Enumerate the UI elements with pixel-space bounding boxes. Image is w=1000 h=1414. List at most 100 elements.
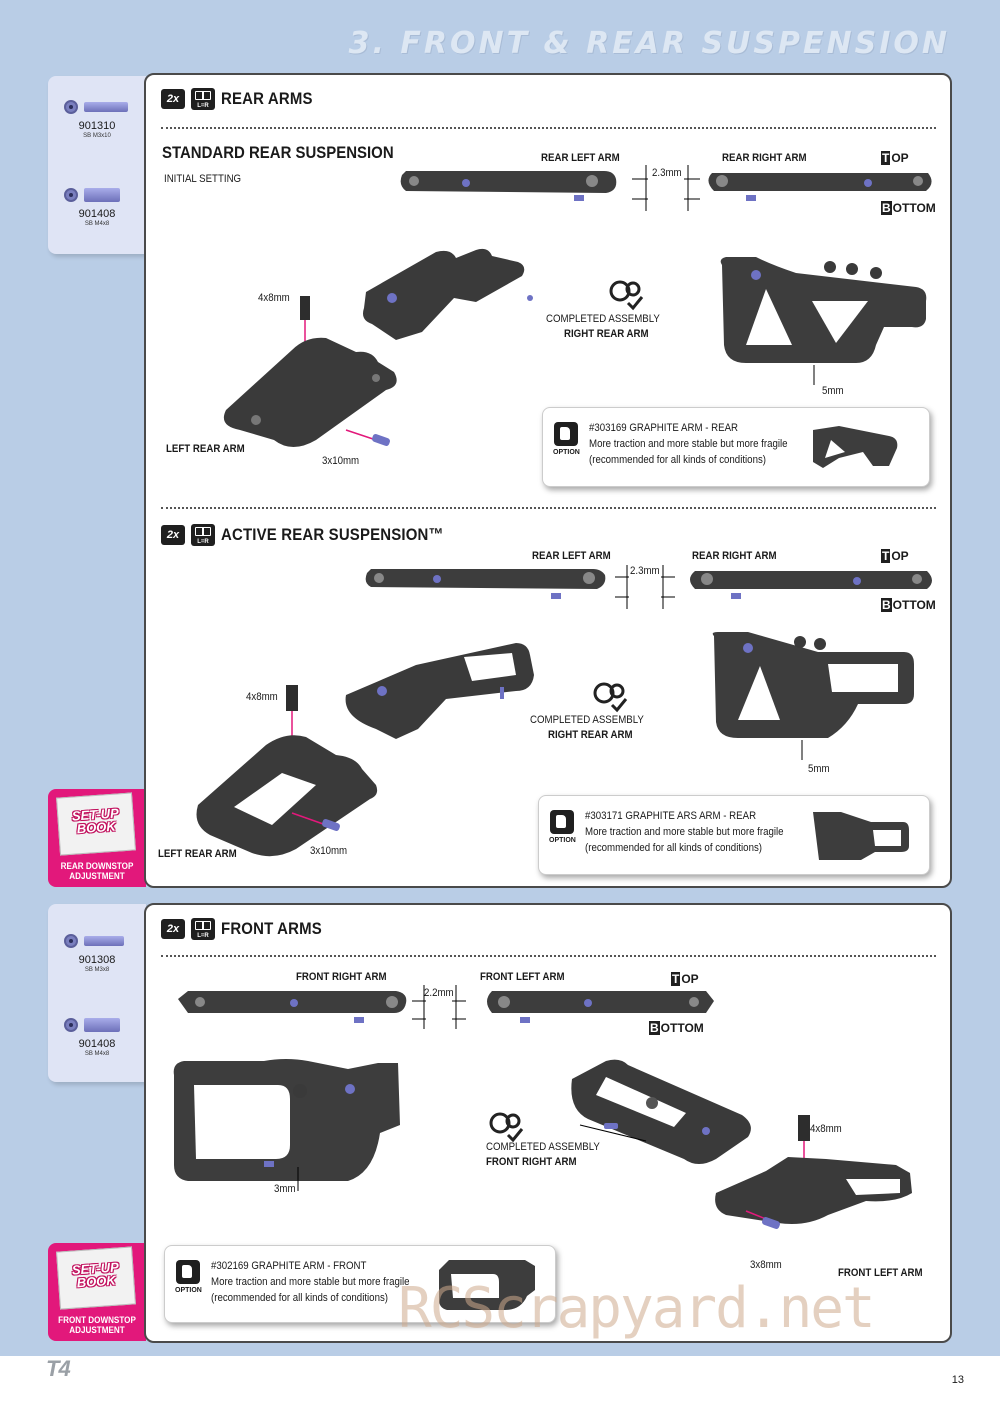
part-desc: SB M3x10	[83, 133, 111, 139]
book-icon: SET-UP BOOK	[56, 792, 136, 856]
part-code: 901408	[78, 1038, 116, 1050]
option-thumb-icon: OPTION	[549, 810, 576, 848]
left-equals-right-icon: L=R	[191, 918, 215, 940]
book-icon: SET-UP BOOK	[56, 1246, 136, 1310]
right-rear-arm-label: RIGHT REAR ARM	[564, 328, 649, 340]
gap-label: 2.3mm	[652, 167, 682, 179]
step-title: ACTIVE REAR SUSPENSION™	[221, 525, 444, 544]
front-right-arm-label: FRONT RIGHT ARM	[296, 971, 387, 983]
step-header: 2x L=R FRONT ARMS	[161, 917, 336, 941]
left-equals-right-icon: L=R	[191, 88, 215, 110]
rear-right-arm-label: REAR RIGHT ARM	[692, 550, 777, 562]
gap-label: 2.2mm	[424, 987, 454, 999]
quantity-badge: 2x	[161, 525, 185, 545]
step-title: REAR ARMS	[221, 89, 313, 108]
arm-profile-diagram	[365, 565, 932, 609]
divider	[161, 507, 936, 509]
rear-arm-top-view	[720, 257, 927, 385]
screw-label-bottom: 3x10mm	[322, 455, 360, 467]
left-rear-arm-label: LEFT REAR ARM	[166, 443, 245, 455]
completed-assembly-icon	[489, 1112, 524, 1143]
page-title: 3. FRONT & REAR SUSPENSION	[348, 26, 950, 61]
gap-label: 2.3mm	[630, 565, 660, 577]
right-rear-arm-label: RIGHT REAR ARM	[548, 729, 633, 741]
arm-profile-diagram	[400, 165, 932, 211]
front-left-arm-label: FRONT LEFT ARM	[838, 1267, 923, 1279]
part-code: 901310	[78, 120, 116, 132]
completed-assembly-icon	[593, 682, 628, 713]
height-label: 5mm	[808, 763, 830, 775]
rear-left-arm-label: REAR LEFT ARM	[532, 550, 611, 562]
option-part-image	[439, 1260, 535, 1310]
part-desc: SB M3x8	[84, 967, 110, 973]
part-desc: SB M4x8	[84, 1051, 110, 1057]
screw-label-top: 4x8mm	[810, 1123, 842, 1135]
step-header: 2x L=R REAR ARMS	[161, 87, 325, 111]
parts-panel-front: 901308 SB M3x8 901408 SB M4x8	[48, 904, 146, 1082]
option-text: #303169 GRAPHITE ARM - REAR More tractio…	[589, 422, 788, 466]
rear-arms-panel: 2x L=R REAR ARMS STANDARD REAR SUSPENSIO…	[144, 73, 952, 888]
active-arm-exploded-view	[196, 643, 534, 857]
page-bottom-strip	[0, 1356, 1000, 1414]
screw-label-bottom: 3x10mm	[310, 845, 348, 857]
part-code: 901308	[78, 954, 116, 966]
section-title: STANDARD REAR SUSPENSION	[162, 143, 394, 162]
option-text: #303171 GRAPHITE ARS ARM - REAR More tra…	[585, 810, 784, 854]
option-part-image	[813, 812, 909, 860]
front-arms-panel: 2x L=R FRONT ARMS FRONT RIGHT ARM FRONT …	[144, 903, 952, 1343]
quantity-badge: 2x	[161, 89, 185, 109]
parts-panel-rear: 901310 SB M3x10 901408 SB M4x8	[48, 76, 146, 254]
option-box: OPTION #302169 GRAPHITE ARM - FRONT More…	[164, 1245, 556, 1323]
front-arm-exploded-view	[571, 1059, 912, 1229]
screw-icon	[64, 100, 134, 114]
part-code: 901408	[78, 208, 116, 220]
step-header: 2x L=R ACTIVE REAR SUSPENSION™	[161, 523, 474, 547]
quantity-badge: 2x	[161, 919, 185, 939]
option-thumb-icon: OPTION	[175, 1260, 202, 1298]
left-equals-right-icon: L=R	[191, 524, 215, 546]
rear-left-arm-label: REAR LEFT ARM	[541, 152, 620, 164]
screw-label-bottom: 3x8mm	[750, 1259, 782, 1271]
completed-assembly-label: COMPLETED ASSEMBLY	[546, 313, 660, 325]
height-label: 5mm	[822, 385, 844, 397]
watermark: RCScrapyard.net	[398, 1276, 876, 1341]
option-box: OPTION #303169 GRAPHITE ARM - REAR More …	[542, 407, 930, 487]
screw-label-top: 4x8mm	[246, 691, 278, 703]
completed-assembly-label: COMPLETED ASSEMBLY	[486, 1141, 600, 1153]
section-subtitle: INITIAL SETTING	[164, 173, 242, 185]
option-box: OPTION #303171 GRAPHITE ARS ARM - REAR M…	[538, 795, 930, 875]
screw-icon	[64, 934, 134, 948]
part-desc: SB M4x8	[84, 221, 110, 227]
left-rear-arm-label: LEFT REAR ARM	[158, 848, 237, 860]
brand-logo: T4	[46, 1356, 71, 1381]
screw-icon	[64, 1018, 134, 1032]
screw-icon	[64, 188, 134, 202]
height-label: 3mm	[274, 1183, 296, 1195]
option-thumb-icon: OPTION	[553, 422, 580, 460]
completed-assembly-icon	[609, 280, 644, 311]
rear-right-arm-label: REAR RIGHT ARM	[722, 152, 807, 164]
page-number: 13	[951, 1374, 964, 1386]
screw-label-top: 4x8mm	[258, 292, 290, 304]
active-arm-top-view	[712, 632, 914, 760]
option-text: #302169 GRAPHITE ARM - FRONT More tracti…	[211, 1260, 410, 1304]
front-right-arm-label: FRONT RIGHT ARM	[486, 1156, 577, 1168]
divider	[161, 955, 936, 957]
rear-arm-exploded-view	[223, 248, 533, 447]
front-arm-top-view	[173, 1059, 400, 1191]
arm-profile-diagram	[178, 985, 714, 1029]
step-title: FRONT ARMS	[221, 919, 322, 938]
divider	[161, 127, 936, 129]
front-left-arm-label: FRONT LEFT ARM	[480, 971, 565, 983]
completed-assembly-label: COMPLETED ASSEMBLY	[530, 714, 644, 726]
option-part-image	[813, 426, 898, 468]
